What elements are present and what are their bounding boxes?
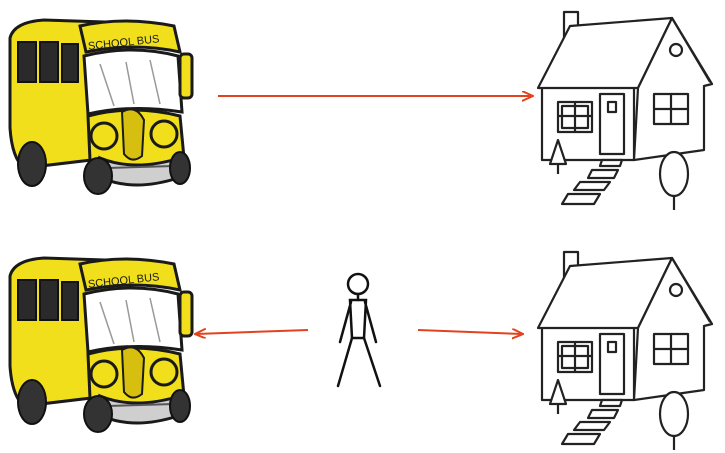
arrow-person-to-house xyxy=(418,330,522,334)
house-icon xyxy=(538,252,712,450)
school-bus-icon: SCHOOL BUS xyxy=(10,20,192,194)
row-2: SCHOOL BUS xyxy=(10,252,712,450)
arrow-person-to-bus xyxy=(196,330,308,334)
stick-figure-icon xyxy=(338,274,380,386)
row-1: SCHOOL BUS xyxy=(10,12,712,210)
school-bus-icon: SCHOOL BUS xyxy=(10,258,192,432)
house-icon xyxy=(538,12,712,210)
